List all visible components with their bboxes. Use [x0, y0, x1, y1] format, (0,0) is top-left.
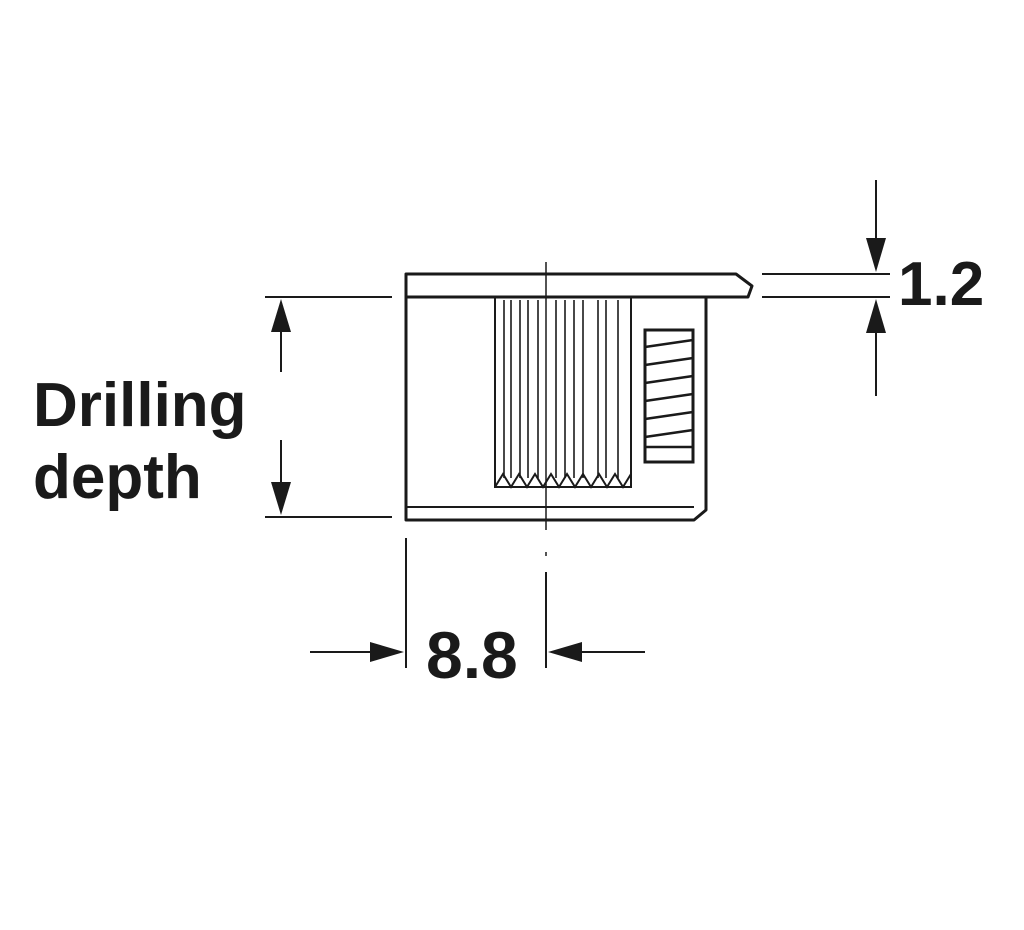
drilling-depth-dimension [265, 296, 392, 518]
splined-bore [494, 296, 632, 489]
bore-splines [503, 300, 619, 478]
bore-outline [494, 296, 632, 488]
side-ribs [643, 328, 695, 464]
flange-dimension [762, 180, 890, 396]
part-body [404, 297, 708, 522]
flange-dimension-label: 1.2 [898, 250, 984, 319]
arrow-up-icon [271, 299, 291, 332]
arrow-down-icon [271, 482, 291, 515]
fitting-part [404, 272, 754, 522]
arrow-left-icon [548, 642, 582, 662]
drilling-depth-label-line2: depth [33, 443, 202, 512]
arrow-right-icon [370, 642, 404, 662]
flange-cap [404, 272, 754, 299]
width-dimension [310, 538, 645, 668]
drilling-depth-label-line1: Drilling [33, 371, 247, 440]
arrow-up-icon [866, 299, 886, 333]
bore-teeth [494, 472, 632, 489]
arrow-down-icon [866, 238, 886, 272]
width-dimension-label: 8.8 [426, 618, 518, 692]
